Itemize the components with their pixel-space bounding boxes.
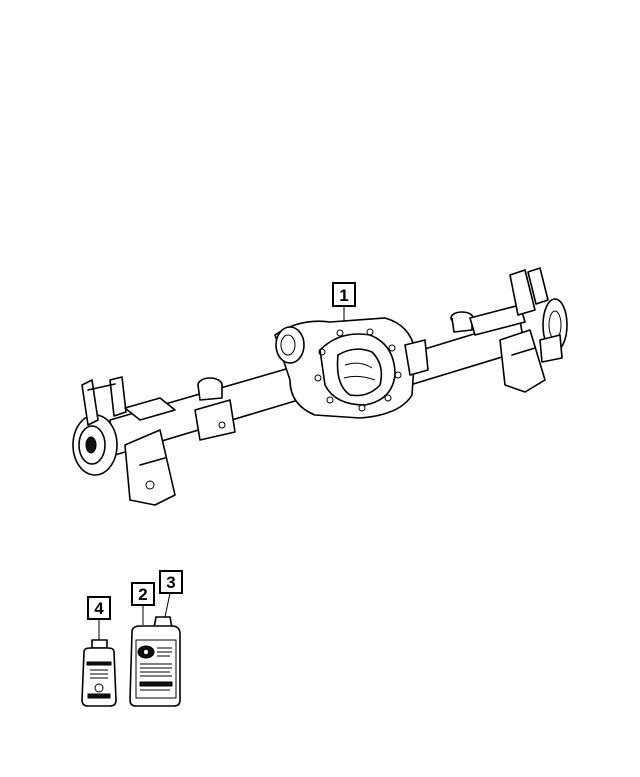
callout-1-label: 1 [339,286,348,305]
left-axle-end [72,376,176,506]
callout-3-label: 3 [166,573,175,592]
callout-4: 4 [87,596,111,620]
right-axle-end [499,267,568,393]
callout-2-label: 2 [138,585,147,604]
gear-oil-quart [129,592,181,707]
differential-housing [274,317,429,419]
axle-assembly [72,267,568,506]
right-spring-seat [450,304,526,336]
friction-modifier-bottle [81,619,117,707]
callout-2: 2 [131,582,155,606]
left-spring-seat [194,377,236,441]
callout-4-label: 4 [94,599,104,618]
callout-1: 1 [332,282,356,322]
callout-3: 3 [159,570,183,594]
